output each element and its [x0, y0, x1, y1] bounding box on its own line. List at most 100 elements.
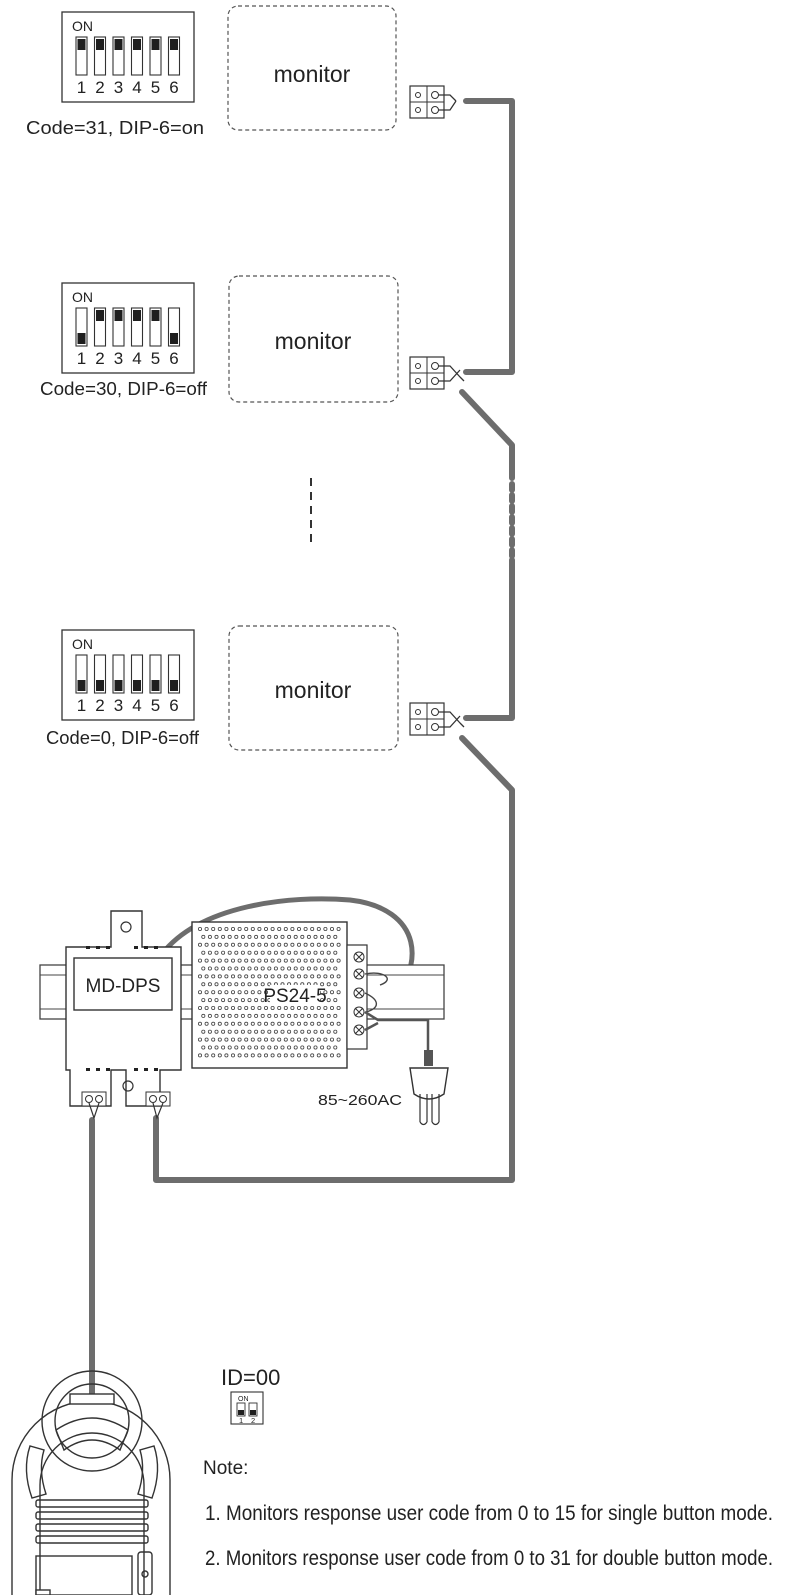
dip-number-1: 1: [77, 349, 86, 368]
monitor-box: [227, 5, 397, 131]
dip-number-5: 5: [151, 696, 160, 715]
dip-lever-4: [133, 39, 141, 50]
svg-text:2: 2: [251, 1416, 255, 1425]
dip-slot-5: [149, 654, 162, 694]
power-section: MD-DPS PS24-5: [39, 910, 449, 1126]
dip-number-3: 3: [114, 349, 123, 368]
dip-number-1: 1: [77, 78, 86, 97]
right-button-arc: [137, 1445, 159, 1499]
dip-number-5: 5: [151, 349, 160, 368]
top-button-arc: [55, 1417, 129, 1452]
dip-number-3: 3: [114, 78, 123, 97]
md-dps-terminal-left: [81, 1091, 107, 1120]
id-dip-switch: ON 1 2: [230, 1391, 264, 1425]
ps24-5-unit: PS24-5 85~260AC: [191, 921, 449, 1126]
dip-number-2: 2: [95, 696, 104, 715]
md-dps-label-box: [73, 957, 173, 1011]
dip-positions: [75, 36, 181, 76]
md-dps-unit: MD-DPS: [65, 910, 182, 1120]
dip-slot-6: [167, 307, 181, 347]
door-station-id: ID=00: [221, 1365, 280, 1390]
md-dps-label: MD-DPS: [86, 976, 161, 997]
svg-text:ON: ON: [72, 636, 93, 652]
dip-lever-5: [151, 310, 160, 321]
dip-lever-5: [151, 39, 160, 50]
monitor-label: monitor: [274, 61, 351, 87]
dip-lever-5: [151, 680, 160, 691]
note-heading: Note:: [203, 1458, 248, 1479]
monitor-box: [228, 275, 399, 403]
cables: [89, 98, 515, 1401]
dip-number-4: 4: [132, 349, 141, 368]
dip-slot-1: [75, 654, 88, 694]
terminal-block: [409, 85, 457, 119]
dip-slot-6: [167, 36, 181, 76]
dip-slot-4: [130, 307, 144, 347]
dip-slot-4: [130, 36, 144, 76]
dip-number-6: 6: [169, 349, 178, 368]
ac-label: 85~260AC: [318, 1093, 402, 1109]
door-station: [11, 1370, 171, 1595]
note-item-1: 1. Monitors response user code from 0 to…: [205, 1502, 773, 1525]
dip-number-2: 2: [95, 78, 104, 97]
dip-lever-2: [96, 680, 104, 691]
dip-slot-4: [130, 654, 144, 694]
dip-positions: [75, 307, 181, 347]
dip-lever-4: [133, 680, 141, 691]
dip-lever-3: [114, 39, 123, 50]
dip-number-4: 4: [132, 696, 141, 715]
dip-number-4: 4: [132, 78, 141, 97]
left-button-arc: [25, 1445, 47, 1499]
svg-text:1: 1: [239, 1416, 243, 1425]
card-reader-area: [35, 1555, 133, 1595]
side-button: [137, 1551, 153, 1595]
dip-number-6: 6: [169, 78, 178, 97]
dip-lever-2: [96, 39, 104, 50]
camera-ring: [41, 1370, 143, 1472]
bus-cable-2: [459, 389, 515, 481]
md-dps-terminal-right: [145, 1091, 171, 1120]
bus-cable-4: [153, 735, 515, 1183]
dip-number-6: 6: [169, 696, 178, 715]
dip-slot-1: [75, 36, 88, 76]
bus-cable-3: [463, 557, 515, 721]
dip-lever-1: [77, 39, 86, 50]
svg-text:ON: ON: [238, 1396, 249, 1403]
dip-lever-4: [133, 310, 141, 321]
ac-wire: [364, 1010, 430, 1050]
dip-lever-1: [77, 333, 86, 344]
vent-holes: [197, 927, 341, 1058]
dip-positions: [75, 654, 181, 694]
code-label: Code=0, DIP-6=off: [46, 727, 200, 748]
dip-lever-6: [170, 39, 178, 50]
code-label: Code=30, DIP-6=off: [40, 378, 208, 399]
ac-plug: [409, 1050, 449, 1126]
ps-terminals: [353, 951, 365, 1036]
dip-lever-3: [114, 680, 123, 691]
dip-slot-6: [167, 654, 181, 694]
dip-lever-6: [170, 680, 178, 691]
dip-slot-1: [75, 307, 88, 347]
dip-lever-2: [96, 310, 104, 321]
speaker-grille: [35, 1499, 149, 1544]
dip-lever-1: [77, 680, 86, 691]
dip-slot-2: [93, 36, 107, 76]
monitor-box: [228, 625, 399, 751]
dip-slot-5: [149, 36, 162, 76]
dip-number-2: 2: [95, 349, 104, 368]
dip-slot-2: [93, 654, 107, 694]
camera-lens: [54, 1383, 130, 1459]
terminal-block: [409, 702, 465, 736]
bus-cable-1: [463, 98, 515, 375]
dip-slot-5: [149, 307, 162, 347]
code-label: Code=31, DIP-6=on: [26, 117, 204, 138]
